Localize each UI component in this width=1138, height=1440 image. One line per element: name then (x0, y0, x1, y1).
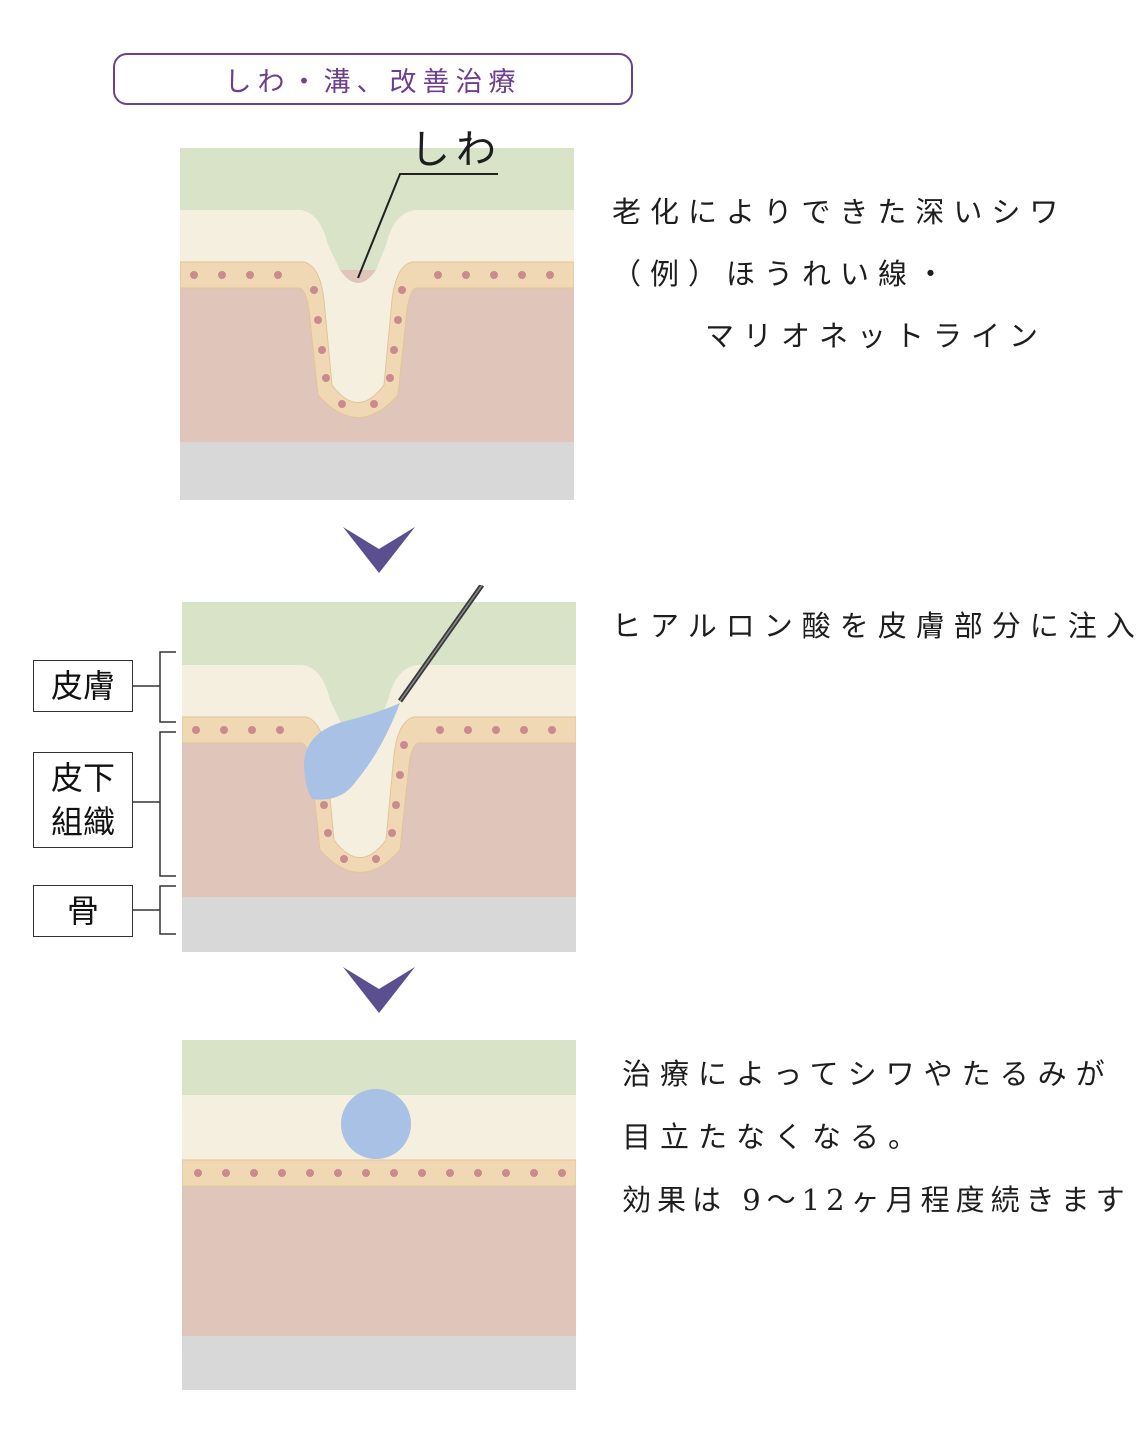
callout-wrinkle: しわ (410, 127, 502, 173)
step3-line-3: 効果は 9〜12ヶ月程度続きます (622, 1183, 1131, 1217)
dermis-layer (180, 210, 574, 403)
hyaluronic-deposit (341, 1089, 411, 1159)
panel-wrinkle (180, 148, 574, 500)
step2-line-1: ヒアルロン酸を皮膚部分に注入 (612, 609, 1138, 643)
step1-line-2: （例）ほうれい線・ (612, 257, 955, 291)
step1-line-1: 老化によりできた深いシワ (612, 195, 1068, 229)
bone-layer (182, 897, 576, 952)
cell-band (182, 1159, 576, 1187)
step3-line-1: 治療によってシワやたるみが (622, 1057, 1114, 1091)
panel-injection (182, 585, 576, 952)
label-subcutaneous: 皮下 組織 (33, 752, 133, 848)
chevron-down-icon (343, 527, 415, 573)
label-skin: 皮膚 (33, 660, 133, 712)
callout-line (357, 173, 498, 279)
title-box: しわ・溝、改善治療 (113, 53, 633, 105)
panel-result (182, 1040, 576, 1390)
subcutaneous-layer (182, 1186, 576, 1336)
page-title: しわ・溝、改善治療 (224, 66, 522, 98)
chevron-down-icon (343, 967, 415, 1013)
step3-line-2: 目立たなくなる。 (622, 1120, 927, 1154)
epidermis-layer (182, 1040, 576, 1095)
bone-layer (182, 1336, 576, 1390)
dermis-layer (182, 665, 576, 858)
bone-layer (180, 442, 574, 500)
hyaluronic-drop (304, 703, 400, 800)
layer-brackets (133, 651, 176, 935)
step1-line-3: マリオネットライン (705, 319, 1048, 353)
label-bone: 骨 (33, 885, 133, 937)
